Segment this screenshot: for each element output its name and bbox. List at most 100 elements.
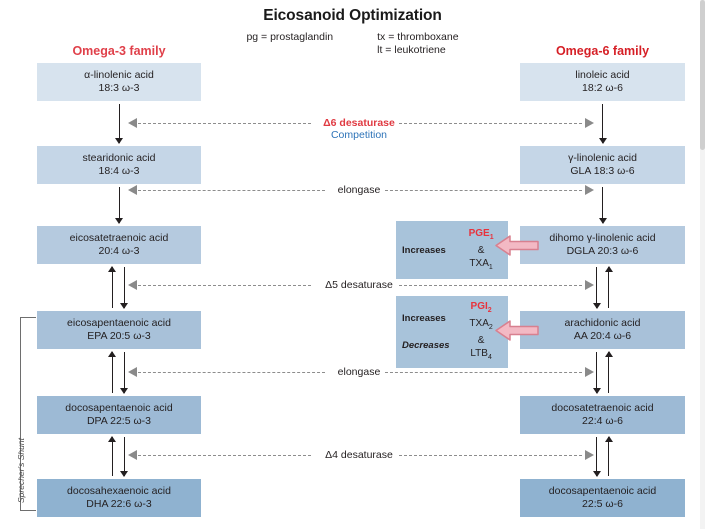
enzyme-dash-left-0 — [138, 123, 311, 124]
enzyme-arrowhead-right-2 — [584, 280, 594, 290]
arrow-stem — [123, 437, 125, 476]
metabolite-code: 22:4 ω-6 — [582, 415, 623, 427]
arrow-tip — [115, 138, 123, 144]
metabolite-code: 18:3 ω-3 — [98, 82, 140, 94]
legend-item-tx: tx = thromboxane — [377, 31, 459, 43]
scrollbar-thumb[interactable] — [700, 0, 705, 150]
arrow-stem — [118, 187, 120, 223]
molecule-3: LTB4 — [470, 348, 492, 361]
enzyme-arrowhead-right-3 — [584, 367, 594, 377]
metabolite-name: dihomo γ-linolenic acid — [549, 231, 656, 244]
omega3-arrow-up-2 — [108, 266, 117, 308]
omega3-arrow-up-4 — [108, 436, 117, 476]
arrow-stem — [608, 437, 610, 476]
metabolite-code: 18:4 ω-3 — [98, 165, 140, 177]
enzyme-arrowhead-right-4 — [584, 450, 594, 460]
enzyme-label-4: Δ4 desaturase — [312, 449, 406, 461]
metabolite-name: eicosatetraenoic acid — [69, 231, 169, 244]
enzyme-dash-left-3 — [138, 372, 325, 373]
omega6-arrow-up-3 — [604, 351, 613, 393]
decreases-label: Decreases — [402, 340, 450, 351]
enzyme-name: Δ5 desaturase — [325, 279, 393, 291]
metabolite-code: EPA 20:5 ω-3 — [87, 330, 151, 342]
pink-arrow-0 — [494, 233, 540, 258]
omega3-arrow-down-1 — [115, 187, 124, 224]
arrow-tip — [598, 138, 607, 144]
enzyme-name: elongase — [337, 184, 381, 196]
arrow-tip — [598, 218, 607, 224]
metabolite-name: arachidonic acid — [564, 316, 641, 329]
enzyme-dash-left-2 — [138, 285, 311, 286]
metabolite-name: docosatetraenoic acid — [551, 401, 654, 414]
metabolite-code: 20:4 ω-3 — [98, 245, 140, 257]
molecule-2: TXA1 — [469, 257, 493, 271]
omega3-arrow-down-2 — [120, 267, 129, 309]
enzyme-name: Δ6 desaturase — [323, 117, 395, 129]
omega6-arrow-down-1 — [598, 187, 607, 224]
enzyme-label-3: elongase — [326, 366, 392, 378]
molecule-0: PGE1 — [468, 227, 494, 241]
eicosanoid-effects: Increases — [396, 221, 454, 279]
omega6-arrow-down-4 — [592, 437, 601, 477]
arrow-tip — [108, 266, 116, 272]
metabolite-code: DPA 22:5 ω-3 — [86, 415, 152, 427]
sprechers-shunt-label: Sprecher's Shunt — [16, 438, 26, 503]
omega3-arrow-down-3 — [120, 352, 129, 394]
enzyme-arrowhead-left-2 — [128, 280, 137, 290]
omega3-arrow-down-0 — [115, 104, 124, 144]
metabolite-code: DHA 22:6 ω-3 — [86, 498, 152, 510]
arrow-stem — [596, 267, 598, 308]
eicosanoid-box-0: Increases PGE1 &TXA1 — [396, 221, 508, 279]
omega6-arrow-down-0 — [598, 104, 607, 144]
metabolite-code: DGLA 20:3 ω-6 — [566, 245, 639, 257]
enzyme-name: Δ4 desaturase — [325, 449, 393, 461]
molecule-1: & — [477, 244, 485, 256]
omega6-family-heading: Omega-6 family — [555, 44, 650, 58]
arrow-stem — [602, 187, 604, 223]
metabolite-name: linoleic acid — [575, 68, 630, 81]
arrow-tip — [120, 388, 128, 394]
increases-label: Increases — [402, 244, 446, 256]
enzyme-dash-left-1 — [138, 190, 325, 191]
arrow-tip — [592, 303, 601, 309]
molecule-0: PGI2 — [470, 301, 492, 314]
arrow-tip — [604, 351, 613, 357]
metabolite-code: 22:5 ω-6 — [582, 498, 623, 510]
scrollbar-track[interactable] — [700, 0, 705, 529]
arrow-tip — [592, 388, 601, 394]
metabolite-code: AA 20:4 ω-6 — [573, 330, 632, 342]
arrow-tip — [108, 436, 116, 442]
metabolite-name: docosapentaenoic acid — [65, 401, 173, 414]
metabolite-name: docosapentaenoic acid — [548, 484, 657, 497]
arrow-stem — [111, 267, 113, 308]
enzyme-arrowhead-left-0 — [128, 118, 137, 128]
arrow-tip — [604, 266, 613, 272]
arrow-stem — [596, 352, 598, 393]
molecule-1: TXA2 — [469, 318, 493, 331]
metabolite-name: α-linolenic acid — [84, 68, 154, 81]
arrow-tip — [108, 351, 116, 357]
arrow-stem — [111, 437, 113, 476]
arrow-stem — [608, 267, 610, 308]
enzyme-arrowhead-right-0 — [584, 118, 594, 128]
metabolite-name: eicosapentaenoic acid — [67, 316, 171, 329]
enzyme-dash-right-1 — [385, 190, 583, 191]
enzyme-dash-left-4 — [138, 455, 311, 456]
enzyme-sublabel: Competition — [330, 129, 387, 141]
metabolite-code: 18:2 ω-6 — [582, 82, 623, 94]
enzyme-label-2: Δ5 desaturase — [312, 279, 406, 291]
metabolite-name: γ-linolenic acid — [568, 151, 637, 164]
enzyme-dash-right-0 — [399, 123, 583, 124]
arrow-stem — [118, 104, 120, 143]
omega3-family-heading: Omega-3 family — [72, 44, 166, 58]
